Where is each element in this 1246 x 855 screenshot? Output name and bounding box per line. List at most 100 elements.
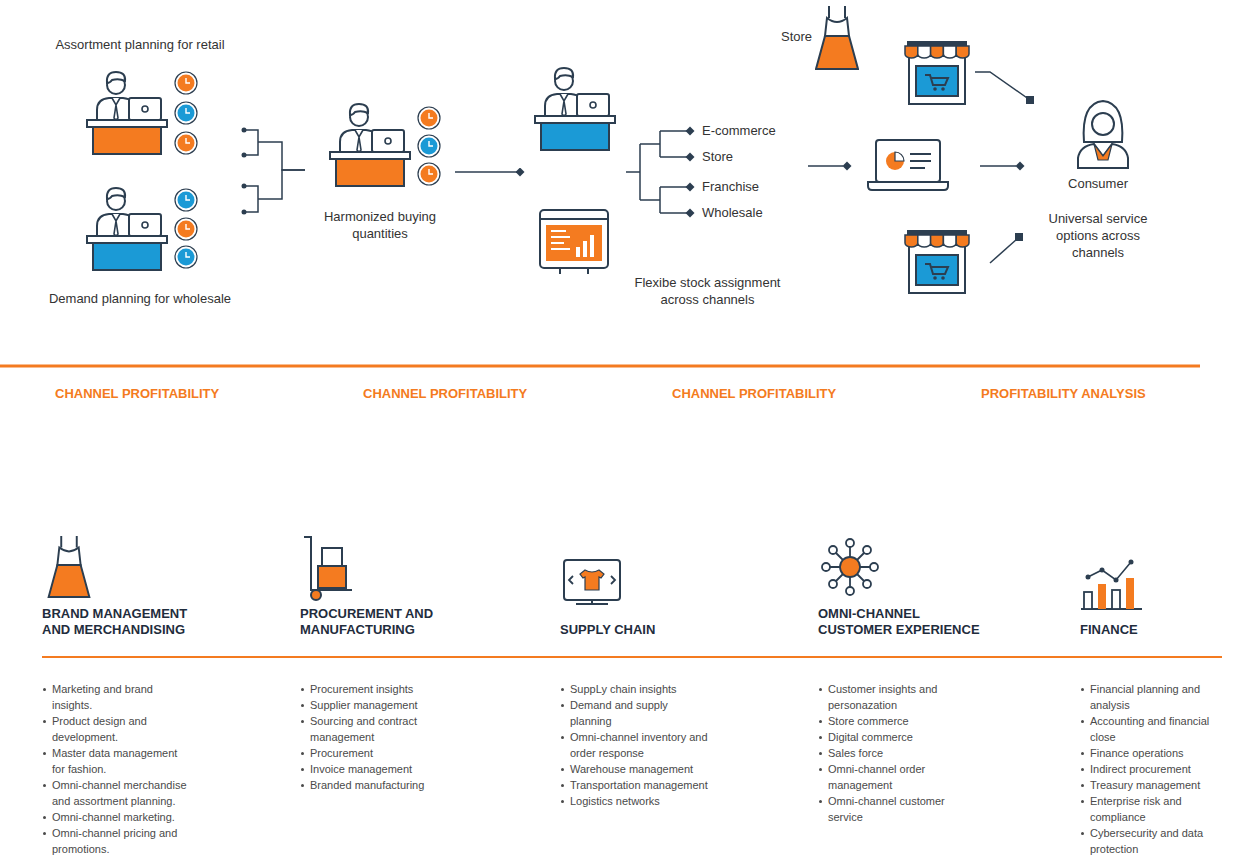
channel-item: Wholesale — [702, 205, 763, 221]
column-heading: OMNI-CHANNEL CUSTOMER EXPERIENCE — [818, 606, 996, 638]
illustration-part — [244, 130, 258, 212]
bullet-list: Financial planning and analysisAccountin… — [1080, 681, 1225, 855]
illustration-part — [318, 566, 346, 588]
clock-icon — [418, 135, 440, 157]
bullet-item: SuppLy chain insights — [560, 681, 710, 697]
illustration-part — [242, 210, 247, 215]
illustration-part — [590, 235, 594, 257]
illustration-part — [583, 241, 587, 257]
clock-icon — [175, 189, 197, 211]
illustration-part — [626, 131, 688, 213]
bullet-item: Omni-channel pricing and promotions. — [42, 825, 192, 855]
illustration-part — [895, 152, 904, 161]
illustration-part — [1015, 233, 1023, 241]
node-caption: Harmonized buying quantities — [305, 208, 455, 242]
bullet-item: Sourcing and contract management — [300, 713, 450, 745]
column-heading: FINANCE — [1080, 622, 1138, 638]
illustration-part — [560, 268, 588, 274]
trolley-icon — [304, 537, 352, 600]
channel-item: Store — [702, 149, 733, 165]
illustration-part — [910, 154, 931, 168]
node-description: Universal service options across channel… — [1042, 210, 1154, 261]
illustration-part — [551, 231, 570, 249]
connector-group — [258, 72, 1030, 199]
bullet-item: Marketing and brand insights. — [42, 681, 192, 713]
figure-group: Harmonized buying quantities — [305, 90, 455, 242]
clock-icon — [175, 102, 197, 124]
dashboard-screen — [540, 210, 608, 274]
figure-group: Demand planning for wholesale — [40, 178, 258, 310]
planner-illustration — [87, 72, 167, 154]
heading-wrap: OMNI-CHANNEL CUSTOMER EXPERIENCE — [818, 604, 996, 638]
label-holder: Franchise — [702, 179, 759, 195]
label-holder: PROFITABILITY ANALYSIS — [981, 386, 1146, 402]
illustration-part — [886, 152, 904, 170]
divider-line — [42, 656, 1222, 658]
clock-icon — [418, 163, 440, 185]
illustration-part — [1100, 568, 1105, 573]
node-caption: Store — [781, 28, 821, 45]
clock-icon — [175, 246, 197, 268]
illustration-part — [1094, 144, 1112, 160]
label-holder: Store — [702, 149, 733, 165]
illustration-part — [1084, 101, 1123, 142]
illustration-part — [808, 165, 843, 167]
shop-icon — [905, 41, 969, 104]
node-caption: Consumer — [1030, 175, 1166, 192]
bullet-item: Logistics networks — [560, 793, 710, 809]
illustration-part — [1092, 113, 1114, 135]
illustration-part — [1114, 578, 1119, 583]
bullet-item: Digital commerce — [818, 729, 968, 745]
node-caption: Demand planning for wholesale — [40, 290, 240, 307]
bullet-item: Sales force — [818, 745, 968, 761]
illustration-part — [242, 128, 247, 133]
illustration-part — [322, 548, 342, 566]
illustration-part — [846, 539, 854, 547]
heading-wrap: BRAND MANAGEMENT AND MERCHANDISING — [42, 604, 202, 638]
illustration-part — [576, 247, 580, 257]
figure-group: ConsumerUniversal service options across… — [1030, 95, 1166, 265]
bullet-item: Invoice management — [300, 761, 450, 777]
flow-arrow — [808, 162, 852, 171]
allocator-illustration — [535, 68, 615, 150]
capability-column: SUPPLY CHAINSuppLy chain insightsDemand … — [560, 604, 735, 809]
illustration-part — [546, 225, 602, 261]
section-band-label: CHANNEL PROFITABILITY — [672, 386, 836, 402]
illustration-part — [870, 563, 878, 571]
capability-column: BRAND MANAGEMENT AND MERCHANDISING Market… — [42, 604, 217, 855]
bullet-item: Cybersecurity and data protection — [1080, 825, 1225, 855]
illustration-part — [564, 560, 620, 600]
illustration-part — [868, 182, 948, 190]
illustration-part — [826, 543, 874, 591]
illustration-part — [686, 127, 695, 136]
illustration-part — [990, 239, 1017, 263]
bullet-item: Customer insights and personazation — [818, 681, 968, 713]
node-caption: Flexibe stock assignment across channels — [625, 274, 790, 308]
laptop-icon — [868, 140, 948, 190]
bullet-item: Branded manufacturing — [300, 777, 450, 793]
illustration-part — [829, 546, 837, 554]
planner-illustration — [87, 188, 167, 270]
illustration-part — [863, 546, 871, 554]
heading-wrap: FINANCE — [1080, 604, 1230, 638]
dress-icon — [816, 6, 858, 69]
buyer-illustration — [330, 104, 410, 186]
illustration-part — [540, 218, 608, 220]
illustration-part — [846, 587, 854, 595]
bullet-item: Omni-channel customer service — [818, 793, 968, 825]
label-holder: CHANNEL PROFITABILITY — [672, 386, 836, 402]
flow-connector — [975, 72, 1030, 100]
illustration-part — [1078, 144, 1128, 168]
illustration-part — [980, 165, 1016, 167]
bullet-item: Supplier management — [300, 697, 450, 713]
shop-icon — [905, 230, 969, 293]
heading-wrap: PROCUREMENT AND MANUFACTURING — [300, 604, 460, 638]
bullet-item: Procurement — [300, 745, 450, 761]
illustration-part — [1016, 162, 1025, 171]
channel-item: E-commerce — [702, 123, 776, 139]
divider-line — [0, 365, 1200, 368]
bullet-list: Procurement insightsSupplier managementS… — [300, 681, 450, 793]
column-heading: BRAND MANAGEMENT AND MERCHANDISING — [42, 606, 202, 638]
